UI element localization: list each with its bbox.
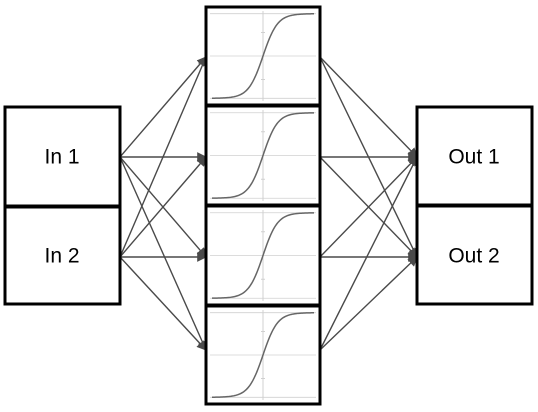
input-node-1: In 1 (3, 105, 122, 208)
output-layer: Out 1 Out 2 (415, 105, 534, 306)
input-to-hidden-arrow (119, 256, 207, 351)
hidden-to-output-arrow (319, 56, 418, 158)
input-label: In 1 (44, 146, 79, 169)
hidden-to-output-arrow (319, 156, 418, 258)
connections (119, 56, 418, 351)
sigmoid-icon (210, 110, 316, 201)
output-node-2: Out 2 (415, 204, 534, 306)
hidden-unit-4 (204, 304, 322, 406)
sigmoid-icon (210, 210, 316, 301)
sigmoid-icon (210, 11, 316, 101)
output-label: Out 2 (448, 245, 499, 268)
input-to-hidden-arrow (119, 56, 208, 258)
input-layer: In 1 In 2 (3, 105, 122, 306)
hidden-layer (204, 5, 322, 406)
output-node-1: Out 1 (415, 105, 534, 207)
input-to-hidden-arrow (119, 156, 207, 258)
sigmoid-icon (210, 310, 316, 400)
hidden-to-output-arrow (319, 256, 418, 351)
input-to-hidden-arrow (119, 156, 207, 351)
hidden-unit-3 (204, 204, 322, 307)
hidden-unit-1 (204, 5, 322, 107)
hidden-unit-2 (204, 104, 322, 207)
input-node-2: In 2 (3, 205, 122, 306)
output-label: Out 1 (448, 146, 499, 169)
input-label: In 2 (44, 245, 79, 268)
hidden-to-output-arrow (319, 156, 418, 351)
input-to-hidden-arrow (119, 56, 207, 158)
